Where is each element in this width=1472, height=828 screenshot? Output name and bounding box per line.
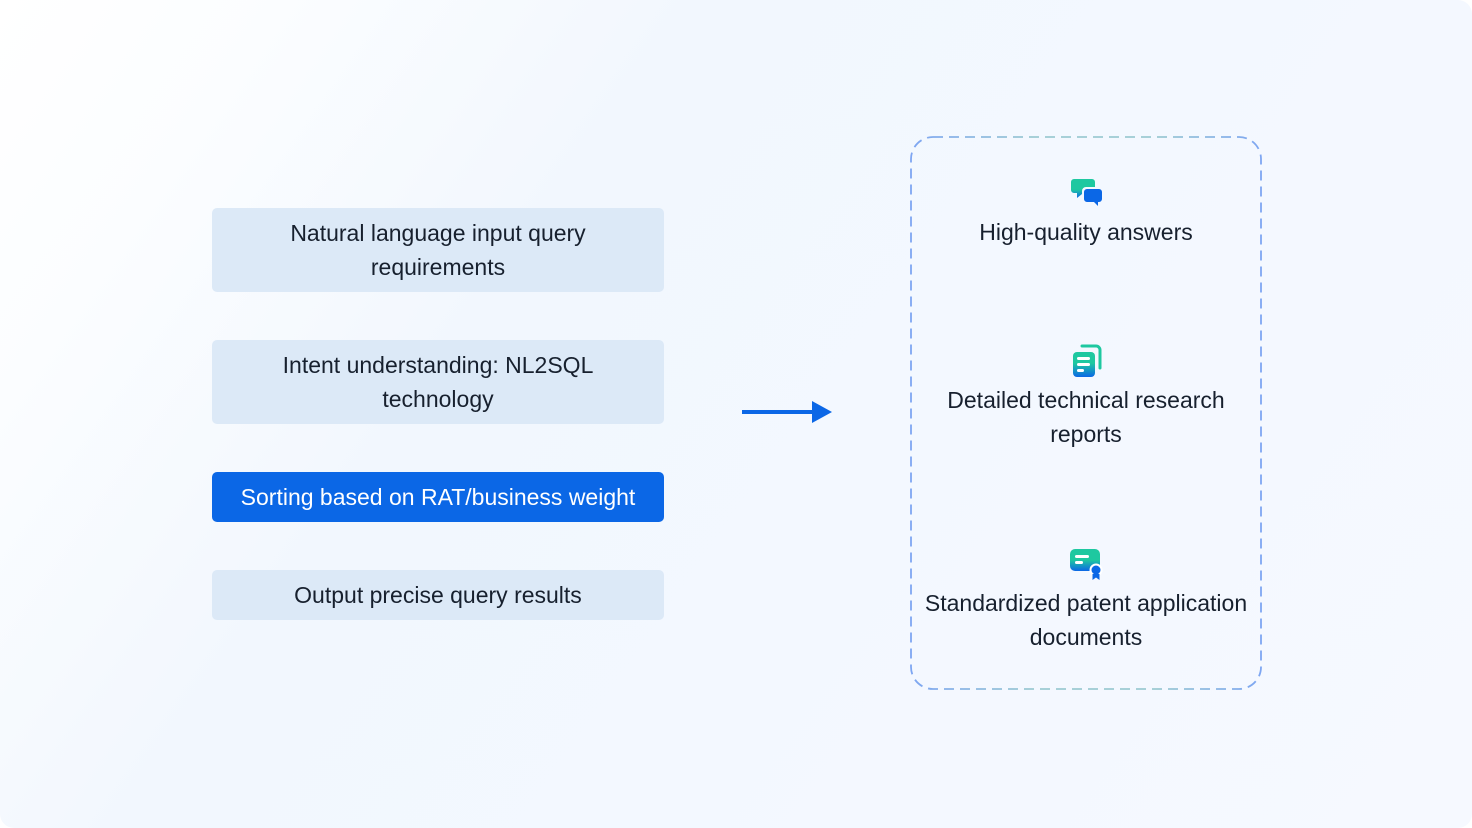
step-label: Intent understanding: NL2SQL technology [282,352,594,412]
outputs-panel: High-quality answers Detailed technical … [910,136,1262,690]
certificate-document-icon [1070,549,1103,580]
output-label: Standardized patent application document… [924,590,1248,650]
step-output-results: Output precise query results [212,570,664,620]
output-patent-documents: Standardized patent application document… [910,546,1262,654]
output-high-quality-answers: High-quality answers [910,175,1262,249]
dashed-frame [910,136,1262,690]
step-label: Output precise query results [294,582,582,608]
chat-bubbles-icon [1071,179,1102,206]
output-label: Detailed technical research reports [947,387,1225,447]
step-label: Sorting based on RAT/business weight [240,484,636,510]
arrow-right-icon [742,401,832,423]
output-label: High-quality answers [979,219,1193,245]
step-natural-language-input: Natural language input query requirement… [212,208,664,292]
output-research-reports: Detailed technical research reports [910,343,1262,451]
stacked-documents-icon [1073,344,1102,377]
step-intent-understanding: Intent understanding: NL2SQL technology [212,340,664,424]
step-sorting-weight: Sorting based on RAT/business weight [212,472,664,522]
step-label: Natural language input query requirement… [290,220,586,280]
